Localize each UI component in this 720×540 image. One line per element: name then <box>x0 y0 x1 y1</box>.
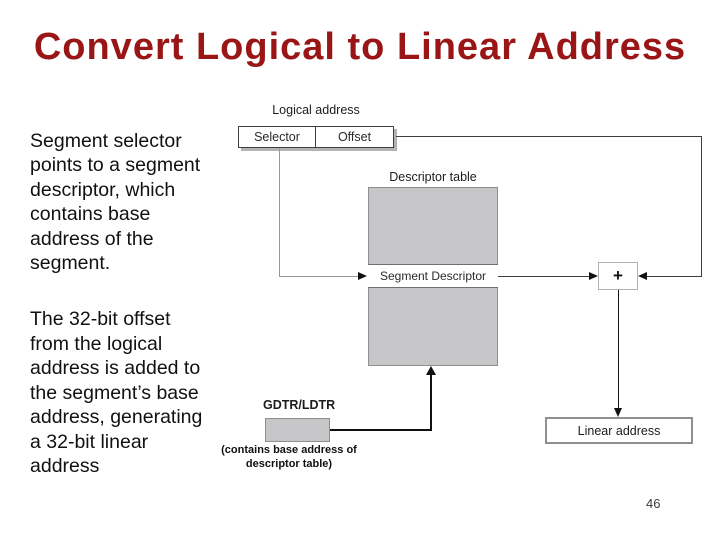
gdtr-box <box>265 418 330 442</box>
offset-connector-right <box>701 136 702 277</box>
plus-connector-down <box>618 290 619 410</box>
selector-box: Selector <box>239 127 316 147</box>
logical-address-box: Selector Offset <box>238 126 394 148</box>
arrowhead-left <box>638 272 647 280</box>
body-text: Segment selector points to a segment des… <box>30 104 240 503</box>
descriptor-connector-to-plus <box>498 276 591 277</box>
paragraph-2: The 32-bit offset from the logical addre… <box>30 308 203 477</box>
arrowhead-up-into-table <box>426 366 436 375</box>
adder-box: + <box>598 262 638 290</box>
offset-label: Offset <box>337 130 372 144</box>
gdtr-connector-up <box>430 374 432 431</box>
slide-title: Convert Logical to Linear Address <box>33 26 687 68</box>
selector-connector-right <box>279 276 359 277</box>
segment-descriptor-label: Segment Descriptor <box>379 269 487 283</box>
linear-address-box: Linear address <box>545 417 693 444</box>
offset-connector-top <box>396 136 702 137</box>
page-number: 46 <box>646 496 661 511</box>
offset-box: Offset <box>316 127 393 147</box>
gdtr-label: GDTR/LDTR <box>263 398 336 412</box>
gdtr-caption: (contains base address of descriptor tab… <box>221 444 357 470</box>
selector-connector-down <box>279 148 280 277</box>
offset-connector-into-plus <box>647 276 702 277</box>
arrowhead-right-into-table <box>358 272 367 280</box>
descriptor-table-label: Descriptor table <box>389 170 477 184</box>
selector-label: Selector <box>254 130 300 144</box>
gdtr-connector-right <box>330 429 432 431</box>
segment-descriptor-band: Segment Descriptor <box>368 264 498 288</box>
paragraph-1: Segment selector points to a segment des… <box>30 129 201 275</box>
logical-address-label: Logical address <box>272 103 360 117</box>
arrowhead-down-into-linear <box>614 408 622 417</box>
arrowhead-right-into-plus <box>589 272 598 280</box>
linear-address-label: Linear address <box>577 423 661 438</box>
plus-label: + <box>613 266 623 285</box>
